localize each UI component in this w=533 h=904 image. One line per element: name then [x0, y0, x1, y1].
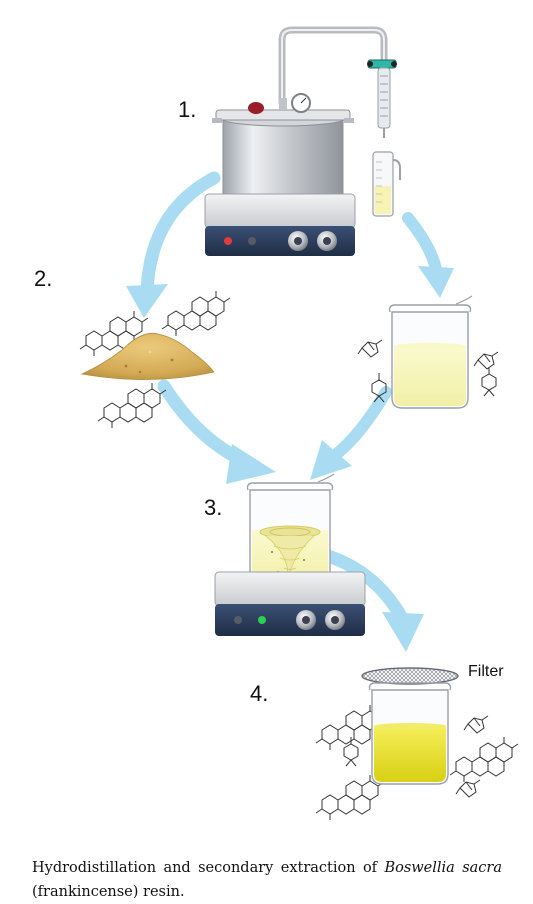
hydrodistillation-apparatus: [204, 26, 401, 256]
arrow-distiller-to-resin: [126, 171, 221, 318]
collecting-tube: [372, 151, 401, 217]
filter-label: Filter: [468, 663, 504, 680]
resin-powder-pile: [80, 332, 215, 380]
step-2-label: 2.: [34, 266, 53, 291]
distillation-pot: [212, 93, 354, 206]
essential-oil-beaker: [357, 295, 499, 409]
monoterpene-structure: [473, 351, 499, 370]
caption-text: Hydrodistillation and secondary extracti…: [32, 859, 385, 876]
triterpene-structure: [97, 382, 167, 429]
caption-species: Boswellia sacra: [384, 859, 502, 876]
red-indicator-light: [224, 237, 232, 245]
hot-plate-1: [204, 193, 356, 256]
triterpene-structure: [449, 736, 519, 783]
figure-caption: Hydrodistillation and secondary extracti…: [32, 856, 502, 904]
triterpene-structure: [161, 290, 231, 337]
filtration: [315, 667, 519, 821]
arrow-oil-to-stirrer: [310, 386, 392, 480]
filter-sieve: [361, 667, 459, 685]
stirring-extraction: [214, 473, 366, 636]
monoterpene-structure: [481, 366, 497, 397]
arrow-resin-to-stirrer: [157, 379, 276, 484]
arrow-stirrer-to-filter: [321, 549, 424, 652]
monoterpene-structure: [357, 339, 383, 358]
resin-residue: [79, 290, 231, 429]
hot-plate-2: [214, 571, 366, 636]
arrow-condenser-to-beaker: [402, 212, 454, 298]
monoterpene-structure: [463, 715, 489, 734]
condenser: [377, 67, 391, 138]
step-3-label: 3.: [204, 495, 223, 520]
flow-arrows: [126, 171, 454, 652]
step-4-label: 4.: [250, 681, 269, 706]
valve-red: [248, 102, 264, 114]
process-diagram: [79, 26, 519, 821]
green-indicator-light: [258, 616, 266, 624]
vortex: [259, 525, 321, 581]
monoterpene-structure: [343, 736, 359, 767]
caption-text-end: (frankincense) resin.: [32, 883, 185, 900]
step-1-label: 1.: [178, 97, 197, 122]
monoterpene-structure: [455, 779, 481, 798]
